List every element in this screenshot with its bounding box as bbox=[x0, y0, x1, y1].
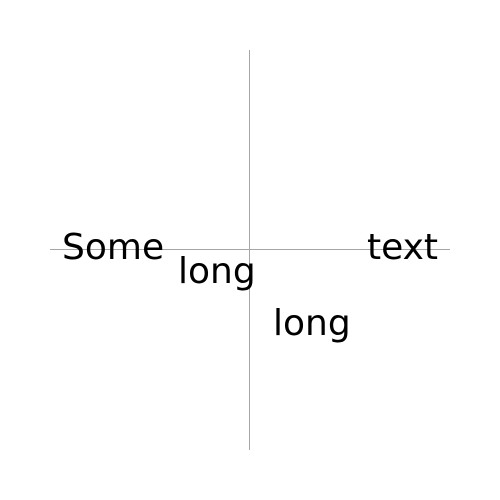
vertical-axis-line bbox=[249, 50, 250, 450]
word-long-first: long bbox=[178, 251, 256, 292]
horizontal-axis-line bbox=[50, 249, 450, 250]
word-some: Some bbox=[62, 227, 165, 268]
word-long-second: long bbox=[273, 303, 351, 344]
word-text: text bbox=[367, 227, 439, 268]
